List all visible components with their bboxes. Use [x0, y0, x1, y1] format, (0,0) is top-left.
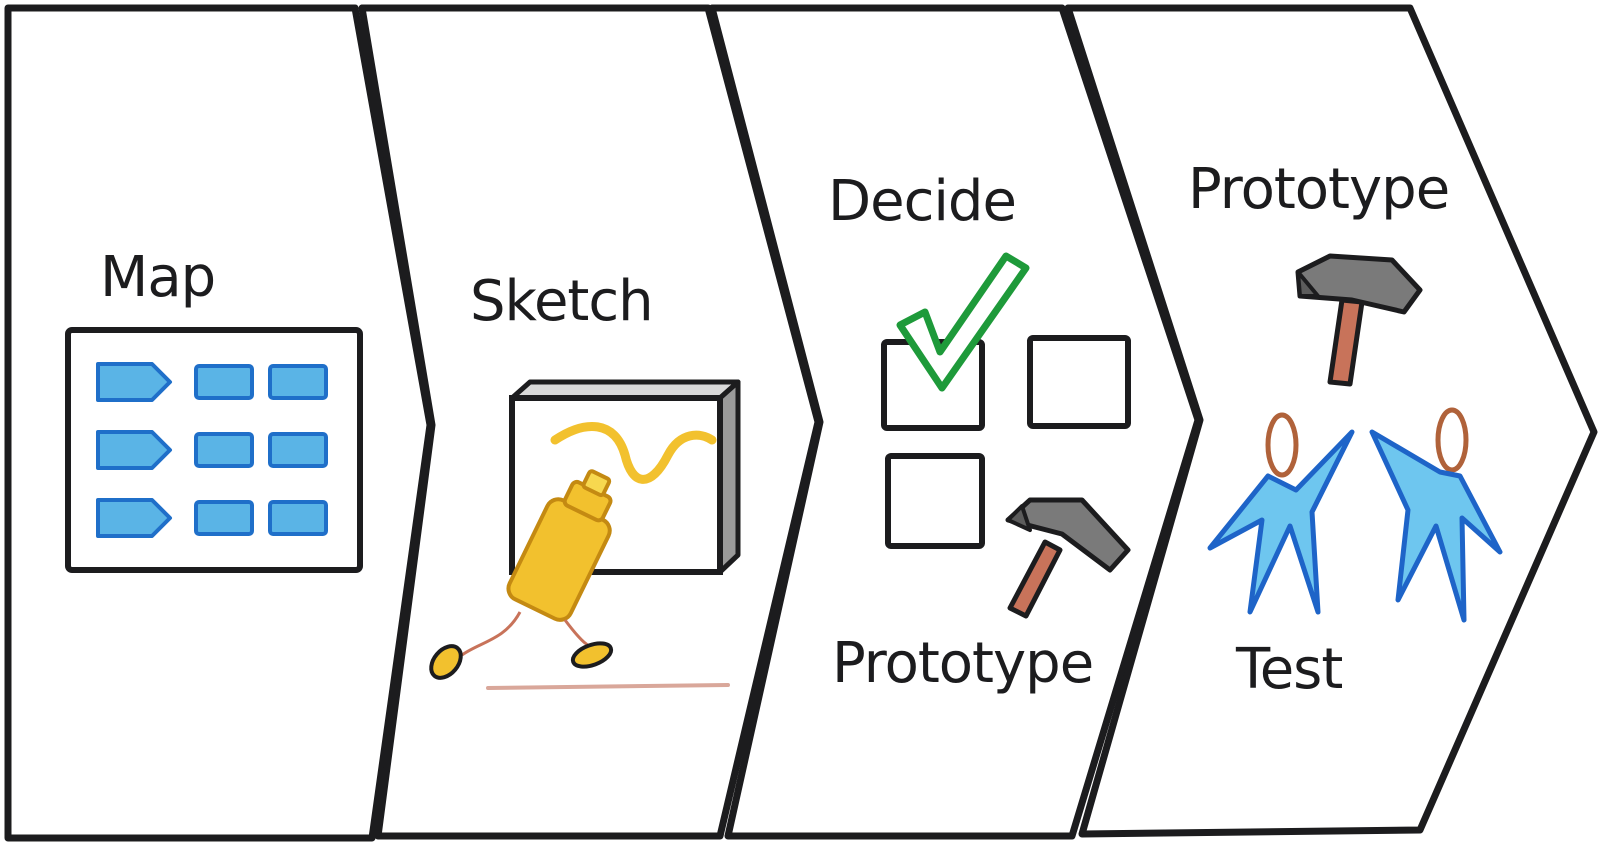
map-sticky-note — [194, 500, 254, 536]
marker-sketch-icon — [429, 379, 741, 690]
step-decide-secondary-label: Prototype — [832, 631, 1093, 696]
step-map: Map — [4, 4, 434, 842]
chevron-prototype — [1064, 4, 1598, 838]
step-map-label: Map — [100, 245, 215, 310]
step-prototype: Prototype Test — [1064, 4, 1598, 838]
step-decide-label: Decide — [828, 169, 1016, 234]
step-sketch: Sketch — [358, 4, 822, 840]
map-arrow-sticky — [96, 362, 172, 402]
hammer-icon — [1295, 253, 1423, 387]
map-sticky-note — [268, 432, 328, 468]
checkbox-decision-icon — [881, 252, 1131, 549]
map-sticky-note — [194, 364, 254, 400]
step-decide: Decide Prototype — [708, 4, 1202, 840]
map-arrow-sticky — [96, 430, 172, 470]
map-board-icon — [65, 327, 363, 573]
map-sticky-note — [194, 432, 254, 468]
hammer-icon — [1005, 497, 1131, 619]
map-arrow-sticky — [96, 498, 172, 538]
step-prototype-secondary-label: Test — [1235, 637, 1342, 702]
map-sticky-note — [268, 500, 328, 536]
step-prototype-label: Prototype — [1188, 157, 1449, 222]
step-sketch-label: Sketch — [470, 269, 653, 334]
users-icon — [1207, 407, 1503, 623]
map-sticky-note — [268, 364, 328, 400]
